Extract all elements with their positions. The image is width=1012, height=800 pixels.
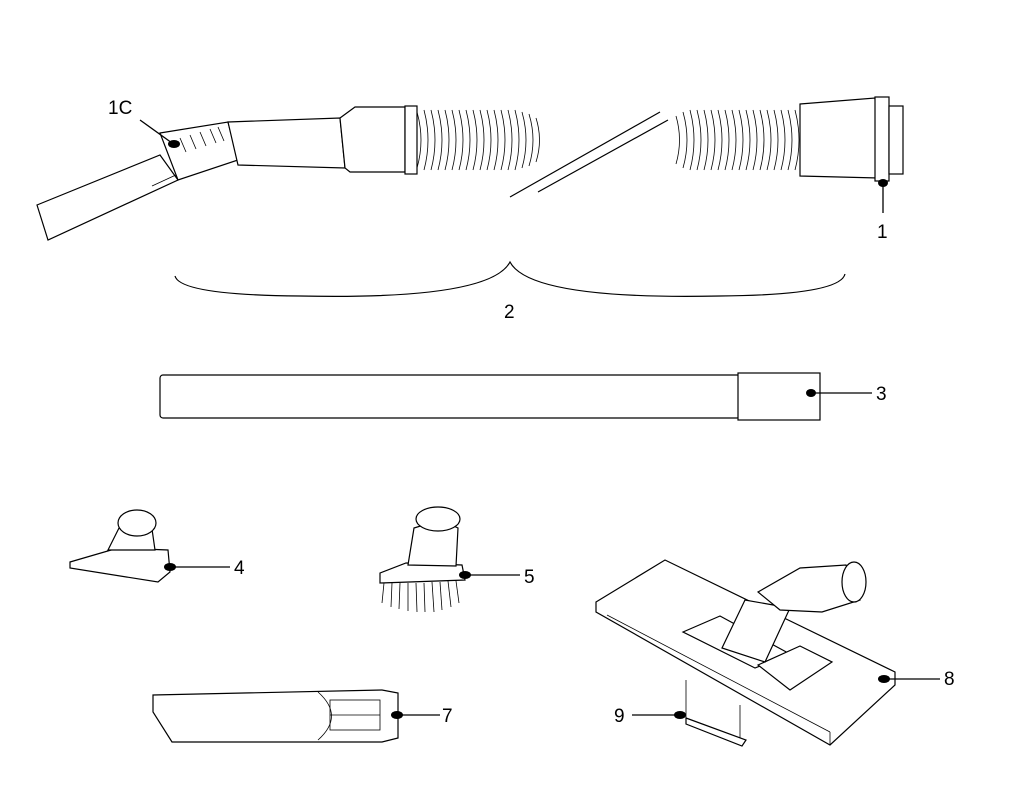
callout-1c: 1C bbox=[108, 98, 180, 148]
upholstery-tool-icon bbox=[69, 509, 171, 583]
callout-label-4: 4 bbox=[234, 558, 245, 579]
callout-label-5: 5 bbox=[524, 567, 535, 588]
dusting-brush-icon bbox=[379, 506, 466, 613]
callout-9: 9 bbox=[614, 706, 686, 727]
callout-label-3: 3 bbox=[876, 384, 887, 405]
callout-label-2: 2 bbox=[504, 302, 515, 323]
callout-label-1c: 1C bbox=[108, 98, 132, 119]
callout-label-1: 1 bbox=[877, 222, 888, 243]
floor-tool-icon bbox=[595, 559, 896, 747]
callout-1: 1 bbox=[877, 179, 888, 243]
callout-2: 2 bbox=[504, 302, 515, 323]
crevice-tool-icon bbox=[152, 689, 399, 743]
hose-assembly-icon bbox=[36, 96, 904, 297]
extension-wand-icon bbox=[159, 372, 821, 421]
callout-4: 4 bbox=[164, 558, 245, 579]
callout-5: 5 bbox=[459, 567, 535, 588]
callout-label-8: 8 bbox=[944, 669, 955, 690]
callout-8: 8 bbox=[878, 669, 955, 690]
callout-label-9: 9 bbox=[614, 706, 625, 727]
callout-label-7: 7 bbox=[442, 706, 453, 727]
callout-7: 7 bbox=[391, 706, 453, 727]
callout-3: 3 bbox=[806, 384, 887, 405]
